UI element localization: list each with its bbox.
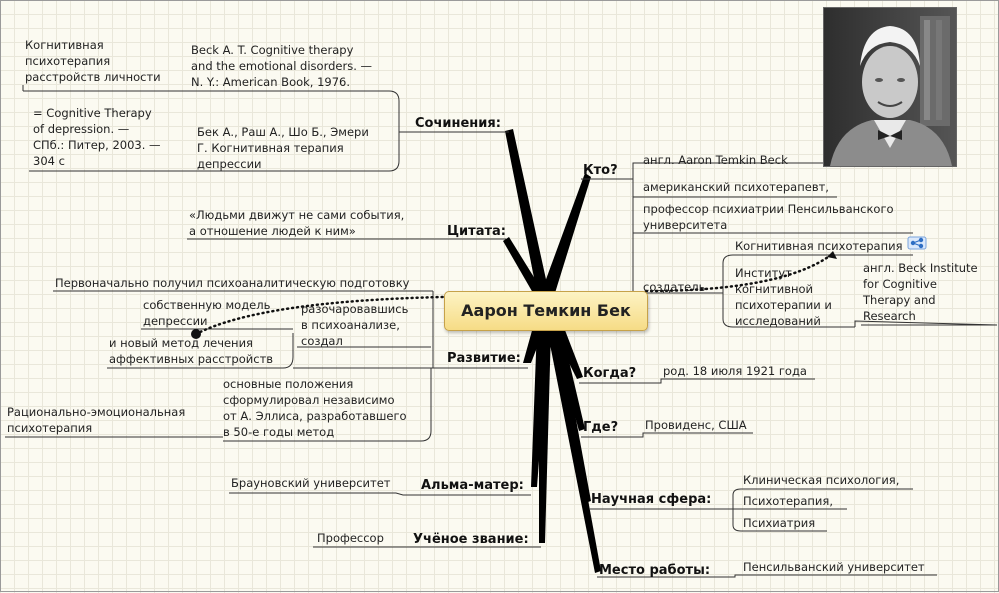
who-eng[interactable]: англ. Aaron Temkin Beck <box>643 153 788 167</box>
who-professor-line: профессор психиатрии Пенсильванского <box>643 202 894 216</box>
alma-mater-value[interactable]: Брауновский университет <box>231 476 391 490</box>
quote-text-line: а отношение людей к ним» <box>189 224 356 238</box>
branch-field[interactable]: Научная сфера: <box>591 492 712 507</box>
branch-title[interactable]: Учёное звание: <box>413 532 529 547</box>
branch-alma-mater[interactable]: Альма-матер: <box>421 478 524 493</box>
who-institute-eng-line: Therapy and <box>863 293 936 307</box>
who-institute-line: психотерапии и <box>735 298 832 312</box>
works-item-1-note[interactable]: Когнитивная психотерапия расстройств лич… <box>25 37 161 85</box>
development-principles[interactable]: основные положения сформулировал независ… <box>223 376 407 440</box>
relation-arrowhead <box>827 251 837 259</box>
development-own-model[interactable]: собственную модель депрессии <box>143 297 270 329</box>
quote-text[interactable]: «Людьми движут не сами события, а отноше… <box>189 207 404 239</box>
works-item-1-line: Beck A. T. Cognitive therapy <box>191 43 354 57</box>
branch-quote[interactable]: Цитата: <box>447 224 506 239</box>
who-professor-line: университета <box>643 218 728 232</box>
branch-development[interactable]: Развитие: <box>447 351 521 366</box>
development-disappointed[interactable]: разочаровавшись в психоанализе, создал <box>301 301 408 349</box>
quote-text-line: «Людьми движут не сами события, <box>189 208 405 222</box>
works-item-2-line: депрессии <box>197 157 262 171</box>
branch-works[interactable]: Сочинения: <box>415 116 501 131</box>
development-own-model-line: депрессии <box>143 314 208 328</box>
branch-where[interactable]: Где? <box>583 420 619 435</box>
works-item-2-note-line: of depression. — <box>33 122 130 136</box>
who-institute[interactable]: Институт когнитивной психотерапии и иссл… <box>735 265 832 329</box>
who-american[interactable]: американский психотерапевт, <box>643 180 829 194</box>
share-link-icon[interactable] <box>907 236 927 250</box>
works-item-1-note-line: расстройств личности <box>25 70 161 84</box>
field-item[interactable]: Психотерапия, <box>743 494 833 508</box>
wedge-works <box>505 129 549 293</box>
works-item-1-note-line: психотерапия <box>25 54 111 68</box>
wedge-who <box>541 173 591 293</box>
field-item[interactable]: Психиатрия <box>743 516 816 530</box>
works-item-1-line: and the emotional disorders. — <box>191 59 373 73</box>
who-institute-line: исследований <box>735 314 821 328</box>
branch-when[interactable]: Когда? <box>583 366 637 381</box>
who-institute-line: Институт <box>735 266 792 280</box>
works-item-1-note-line: Когнитивная <box>25 38 104 52</box>
who-institute-eng-line: Research <box>863 309 916 323</box>
title-value[interactable]: Профессор <box>317 531 384 545</box>
central-topic[interactable]: Аарон Темкин Бек <box>444 291 648 331</box>
works-item-2-note-line: = Cognitive Therapy <box>33 106 152 120</box>
works-item-1-line: N. Y.: American Book, 1976. <box>191 75 351 89</box>
development-disappointed-line: разочаровавшись <box>301 302 409 316</box>
wedge-title <box>539 329 551 543</box>
who-institute-line: когнитивной <box>735 282 813 296</box>
works-item-2-note[interactable]: = Cognitive Therapy of depression. — СПб… <box>33 105 161 169</box>
development-principles-line: от А. Эллиса, разработавшего <box>223 409 407 423</box>
who-cbt[interactable]: Когнитивная психотерапия <box>735 239 903 253</box>
development-new-method-line: и новый метод лечения <box>109 336 253 350</box>
where-value[interactable]: Провиденс, США <box>645 418 747 432</box>
branch-lines <box>5 85 998 578</box>
works-item-2[interactable]: Бек А., Раш А., Шо Б., Эмери Г. Когнитив… <box>197 124 369 172</box>
development-new-method[interactable]: и новый метод лечения аффективных расстр… <box>109 335 273 367</box>
workplace-value[interactable]: Пенсильванский университет <box>743 560 925 574</box>
development-own-model-line: собственную модель <box>143 298 271 312</box>
who-institute-eng-line: for Cognitive <box>863 277 937 291</box>
who-institute-eng-line: англ. Beck Institute <box>863 261 978 275</box>
works-item-2-line: Г. Когнитивная терапия <box>197 141 344 155</box>
development-new-method-line: аффективных расстройств <box>109 352 274 366</box>
development-rebt[interactable]: Рационально-эмоциональная психотерапия <box>7 404 185 436</box>
development-principles-line: сформулировал независимо <box>223 393 395 407</box>
development-rebt-line: психотерапия <box>7 421 93 435</box>
works-item-1[interactable]: Beck A. T. Cognitive therapy and the emo… <box>191 42 372 90</box>
field-item[interactable]: Клиническая психология, <box>743 473 900 487</box>
relation-start-dot <box>191 329 201 339</box>
development-principles-line: в 50-е годы метод <box>223 425 335 439</box>
branch-who[interactable]: Кто? <box>583 163 618 178</box>
portrait-photo <box>823 7 957 167</box>
wedge-quote <box>503 237 545 295</box>
works-item-2-note-line: СПб.: Питер, 2003. — <box>33 138 161 152</box>
development-rebt-line: Рационально-эмоциональная <box>7 405 186 419</box>
development-first[interactable]: Первоначально получил психоаналитическую… <box>55 276 410 290</box>
development-disappointed-line: в психоанализе, <box>301 318 400 332</box>
development-disappointed-line: создал <box>301 334 343 348</box>
who-creator[interactable]: создатель <box>643 280 706 294</box>
wedge-workplace <box>547 329 601 573</box>
when-value[interactable]: род. 18 июля 1921 года <box>663 364 807 378</box>
relation-dotted-lines <box>194 253 833 336</box>
branch-workplace[interactable]: Место работы: <box>599 563 711 578</box>
works-item-2-line: Бек А., Раш А., Шо Б., Эмери <box>197 125 369 139</box>
who-institute-eng[interactable]: англ. Beck Institute for Cognitive Thera… <box>863 260 978 324</box>
works-item-2-note-line: 304 с <box>33 154 65 168</box>
development-principles-line: основные положения <box>223 377 354 391</box>
who-professor[interactable]: профессор психиатрии Пенсильванского уни… <box>643 201 894 233</box>
branch-wedges <box>503 129 601 573</box>
